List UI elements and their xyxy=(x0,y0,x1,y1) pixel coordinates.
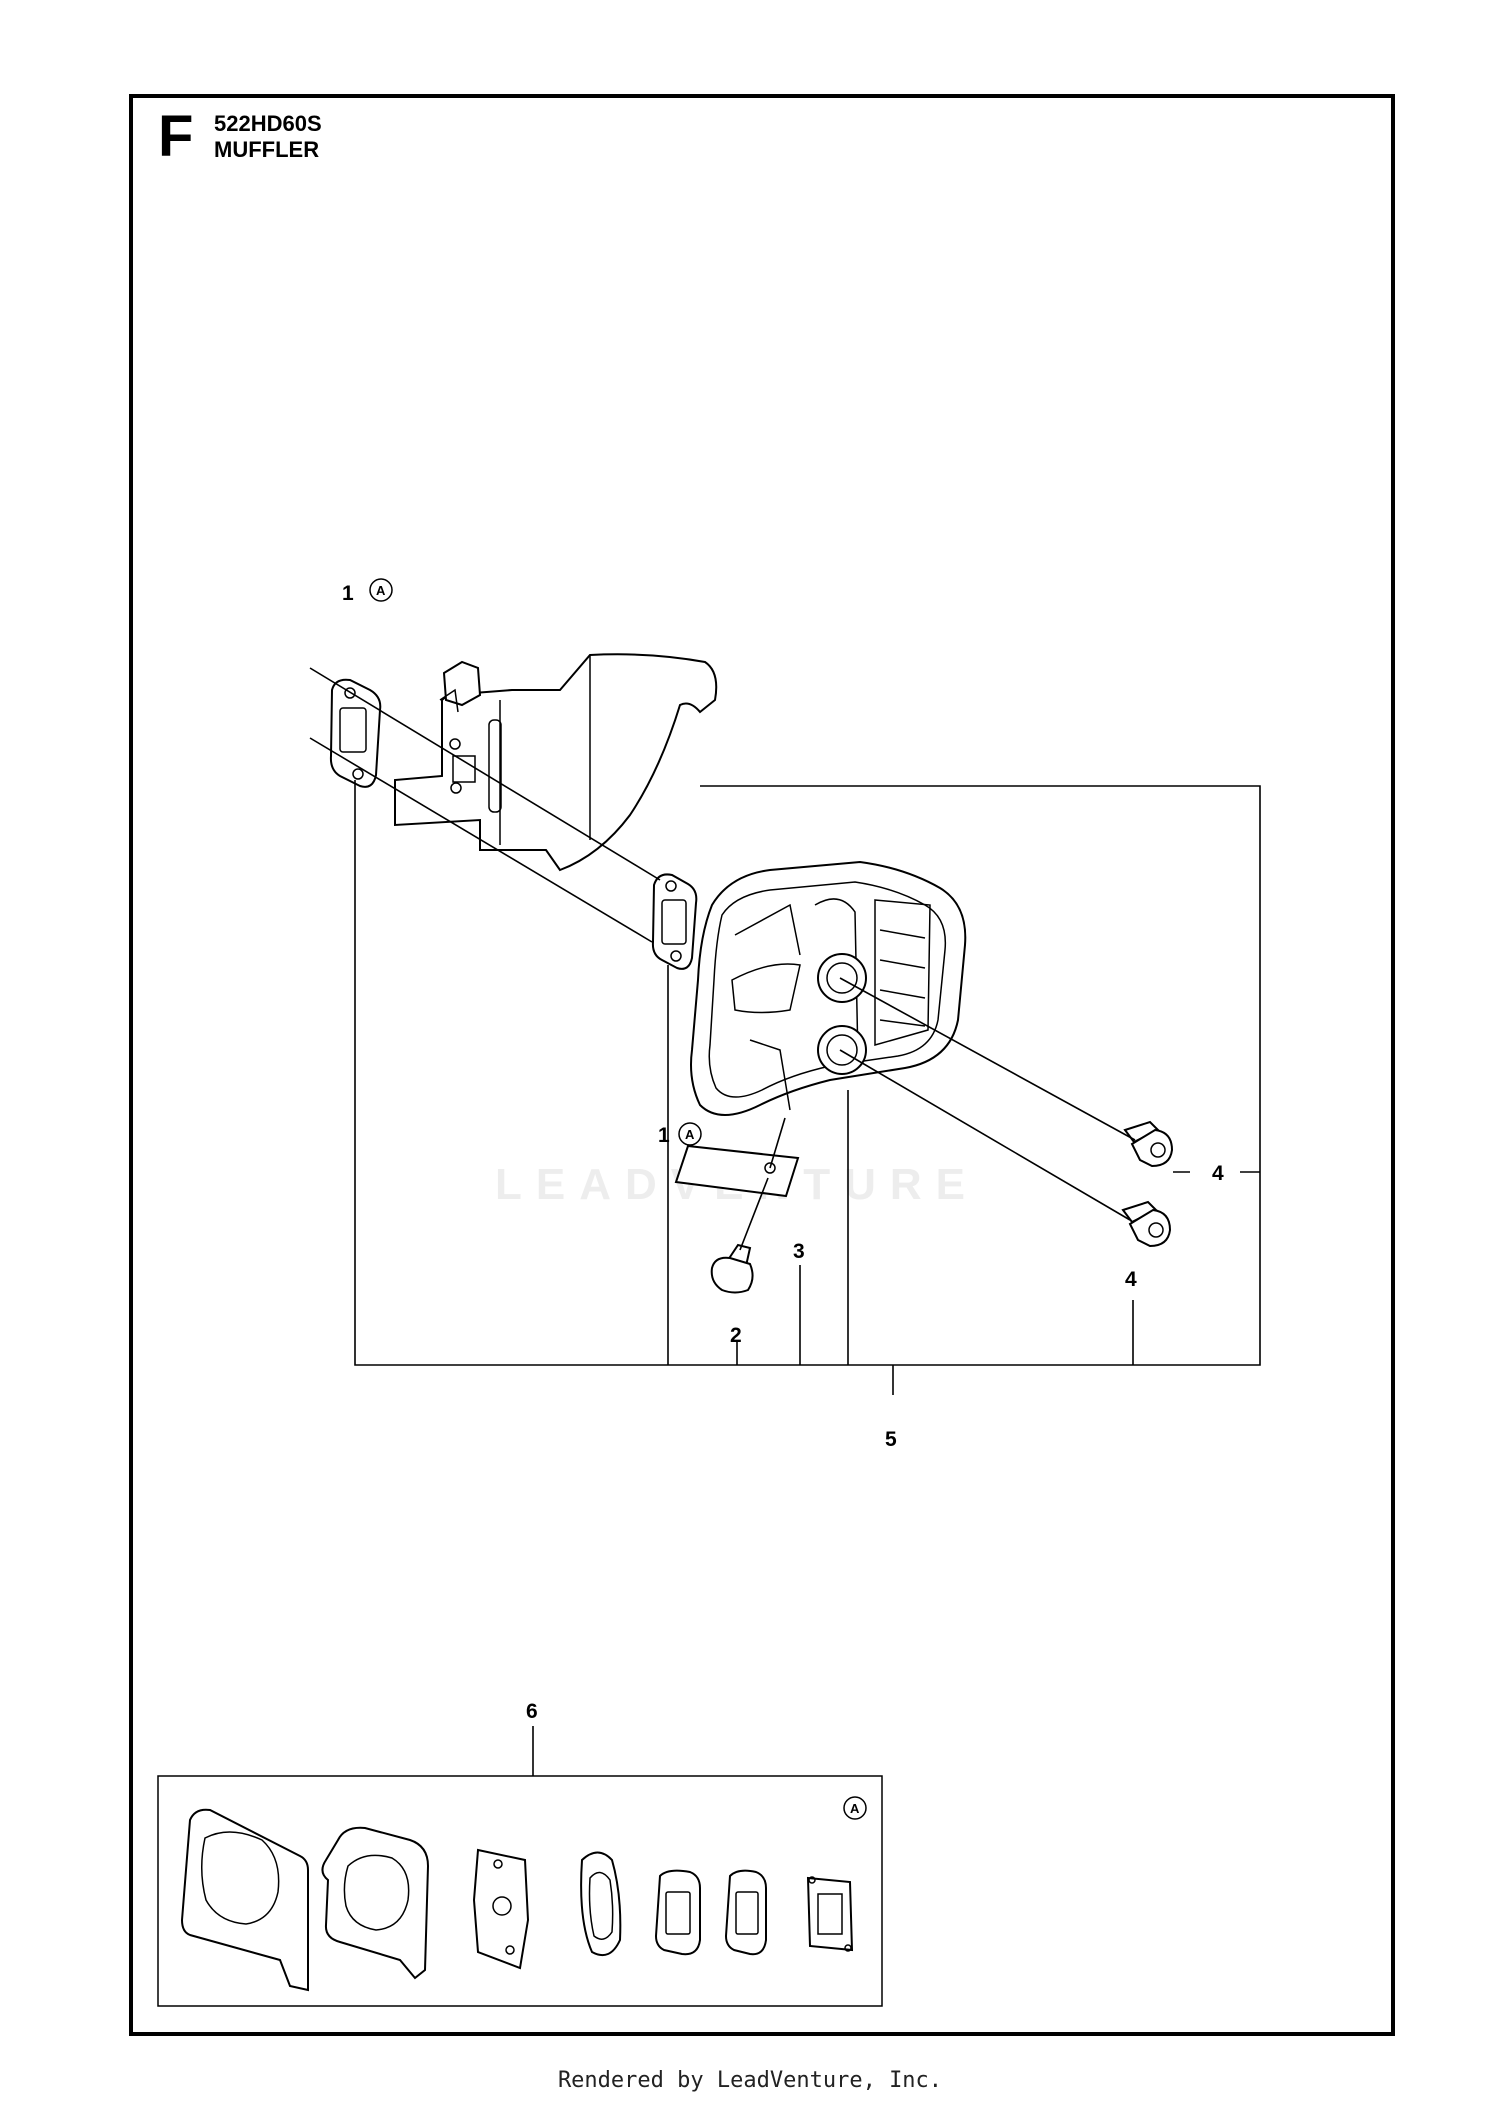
ref-a-1: A xyxy=(376,583,386,598)
plate-part-3[interactable] xyxy=(674,1144,800,1198)
gasket-part-1[interactable] xyxy=(329,678,382,788)
model-number: 522HD60S xyxy=(214,111,322,136)
heat-shield-part xyxy=(394,653,718,872)
callout-4-upper: 4 xyxy=(1212,1162,1224,1185)
callout-1-b: 1 xyxy=(658,1124,670,1147)
bolt-part-4-lower[interactable] xyxy=(1121,1200,1172,1248)
render-credit: Rendered by LeadVenture, Inc. xyxy=(557,2068,943,2093)
section-title: MUFFLER xyxy=(214,137,320,162)
diagram-frame xyxy=(129,94,1395,2036)
ref-a-kit: A xyxy=(850,1801,860,1816)
callout-4-lower: 4 xyxy=(1125,1268,1137,1291)
section-letter: F xyxy=(158,104,194,169)
gasket-part-1-b[interactable] xyxy=(651,873,698,970)
ref-a-1-b: A xyxy=(685,1127,695,1142)
muffler-part-5[interactable] xyxy=(690,860,967,1116)
callout-1: 1 xyxy=(342,582,354,605)
callout-6: 6 xyxy=(526,1700,538,1723)
callout-2: 2 xyxy=(730,1324,742,1347)
screw-part-2[interactable] xyxy=(710,1243,754,1294)
callout-3: 3 xyxy=(793,1240,805,1263)
bolt-part-4-upper[interactable] xyxy=(1123,1120,1174,1168)
gasket-kit-6[interactable]: A xyxy=(157,1775,883,2007)
callout-5: 5 xyxy=(885,1428,897,1451)
